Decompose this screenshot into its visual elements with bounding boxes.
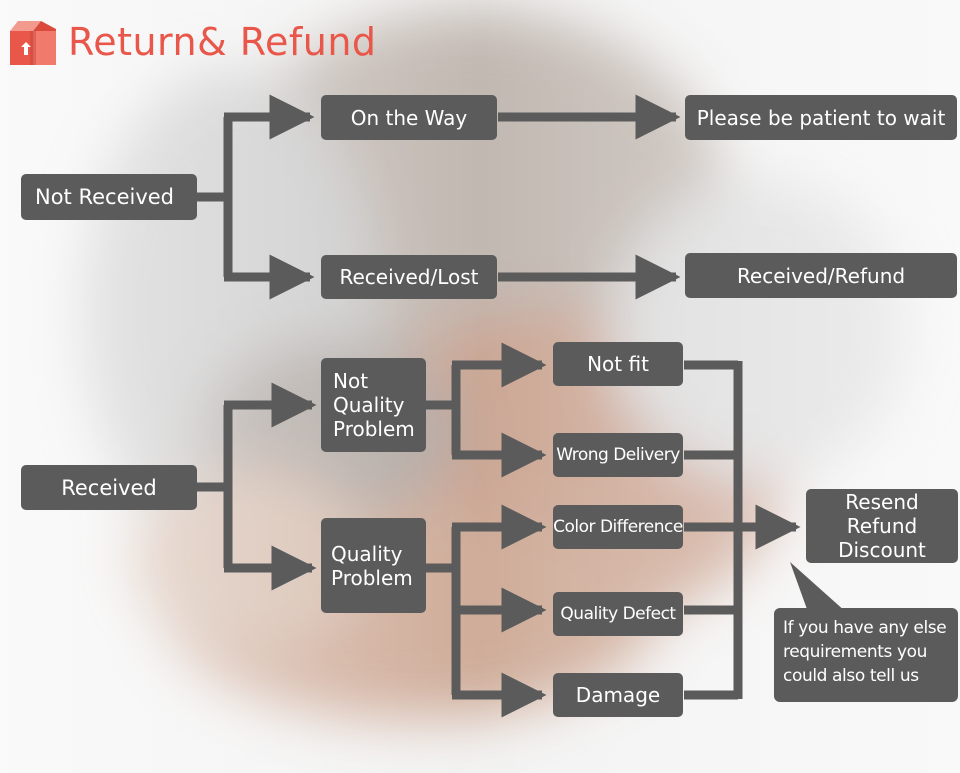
node-please-wait: Please be patient to wait xyxy=(685,95,957,140)
note-line: could also tell us xyxy=(783,666,919,686)
node-on-the-way: On the Way xyxy=(321,95,497,140)
page-title: Return& Refund xyxy=(68,20,377,64)
node-color-difference: Color Difference xyxy=(553,505,683,549)
header: Return& Refund xyxy=(8,14,377,70)
node-outcome: Resend Refund Discount xyxy=(806,489,958,563)
package-box-icon xyxy=(10,21,56,65)
node-damage: Damage xyxy=(553,673,683,717)
node-label-line: Quality xyxy=(331,541,403,566)
node-label-line: Discount xyxy=(838,538,926,562)
node-not-received: Not Received xyxy=(21,174,197,220)
node-quality-defect: Quality Defect xyxy=(553,592,683,636)
node-label-line: Quality xyxy=(333,393,405,417)
note-callout: If you have any else requirements you co… xyxy=(774,608,958,702)
node-label-line: Resend xyxy=(845,490,919,514)
note-line: If you have any else xyxy=(783,618,947,638)
node-label-line: Not xyxy=(333,369,369,393)
node-received-refund: Received/Refund xyxy=(685,253,957,298)
node-not-quality-problem: Not Quality Problem xyxy=(321,358,426,452)
node-not-fit: Not fit xyxy=(553,342,683,386)
node-label-line: Problem xyxy=(331,565,413,590)
node-received-lost: Received/Lost xyxy=(321,255,497,299)
node-label-line: Problem xyxy=(333,417,415,441)
node-wrong-delivery: Wrong Delivery xyxy=(553,433,683,477)
node-label-line: Refund xyxy=(846,514,918,538)
node-quality-problem: Quality Problem xyxy=(321,518,426,613)
node-received: Received xyxy=(21,465,197,510)
note-line: requirements you xyxy=(783,642,927,662)
